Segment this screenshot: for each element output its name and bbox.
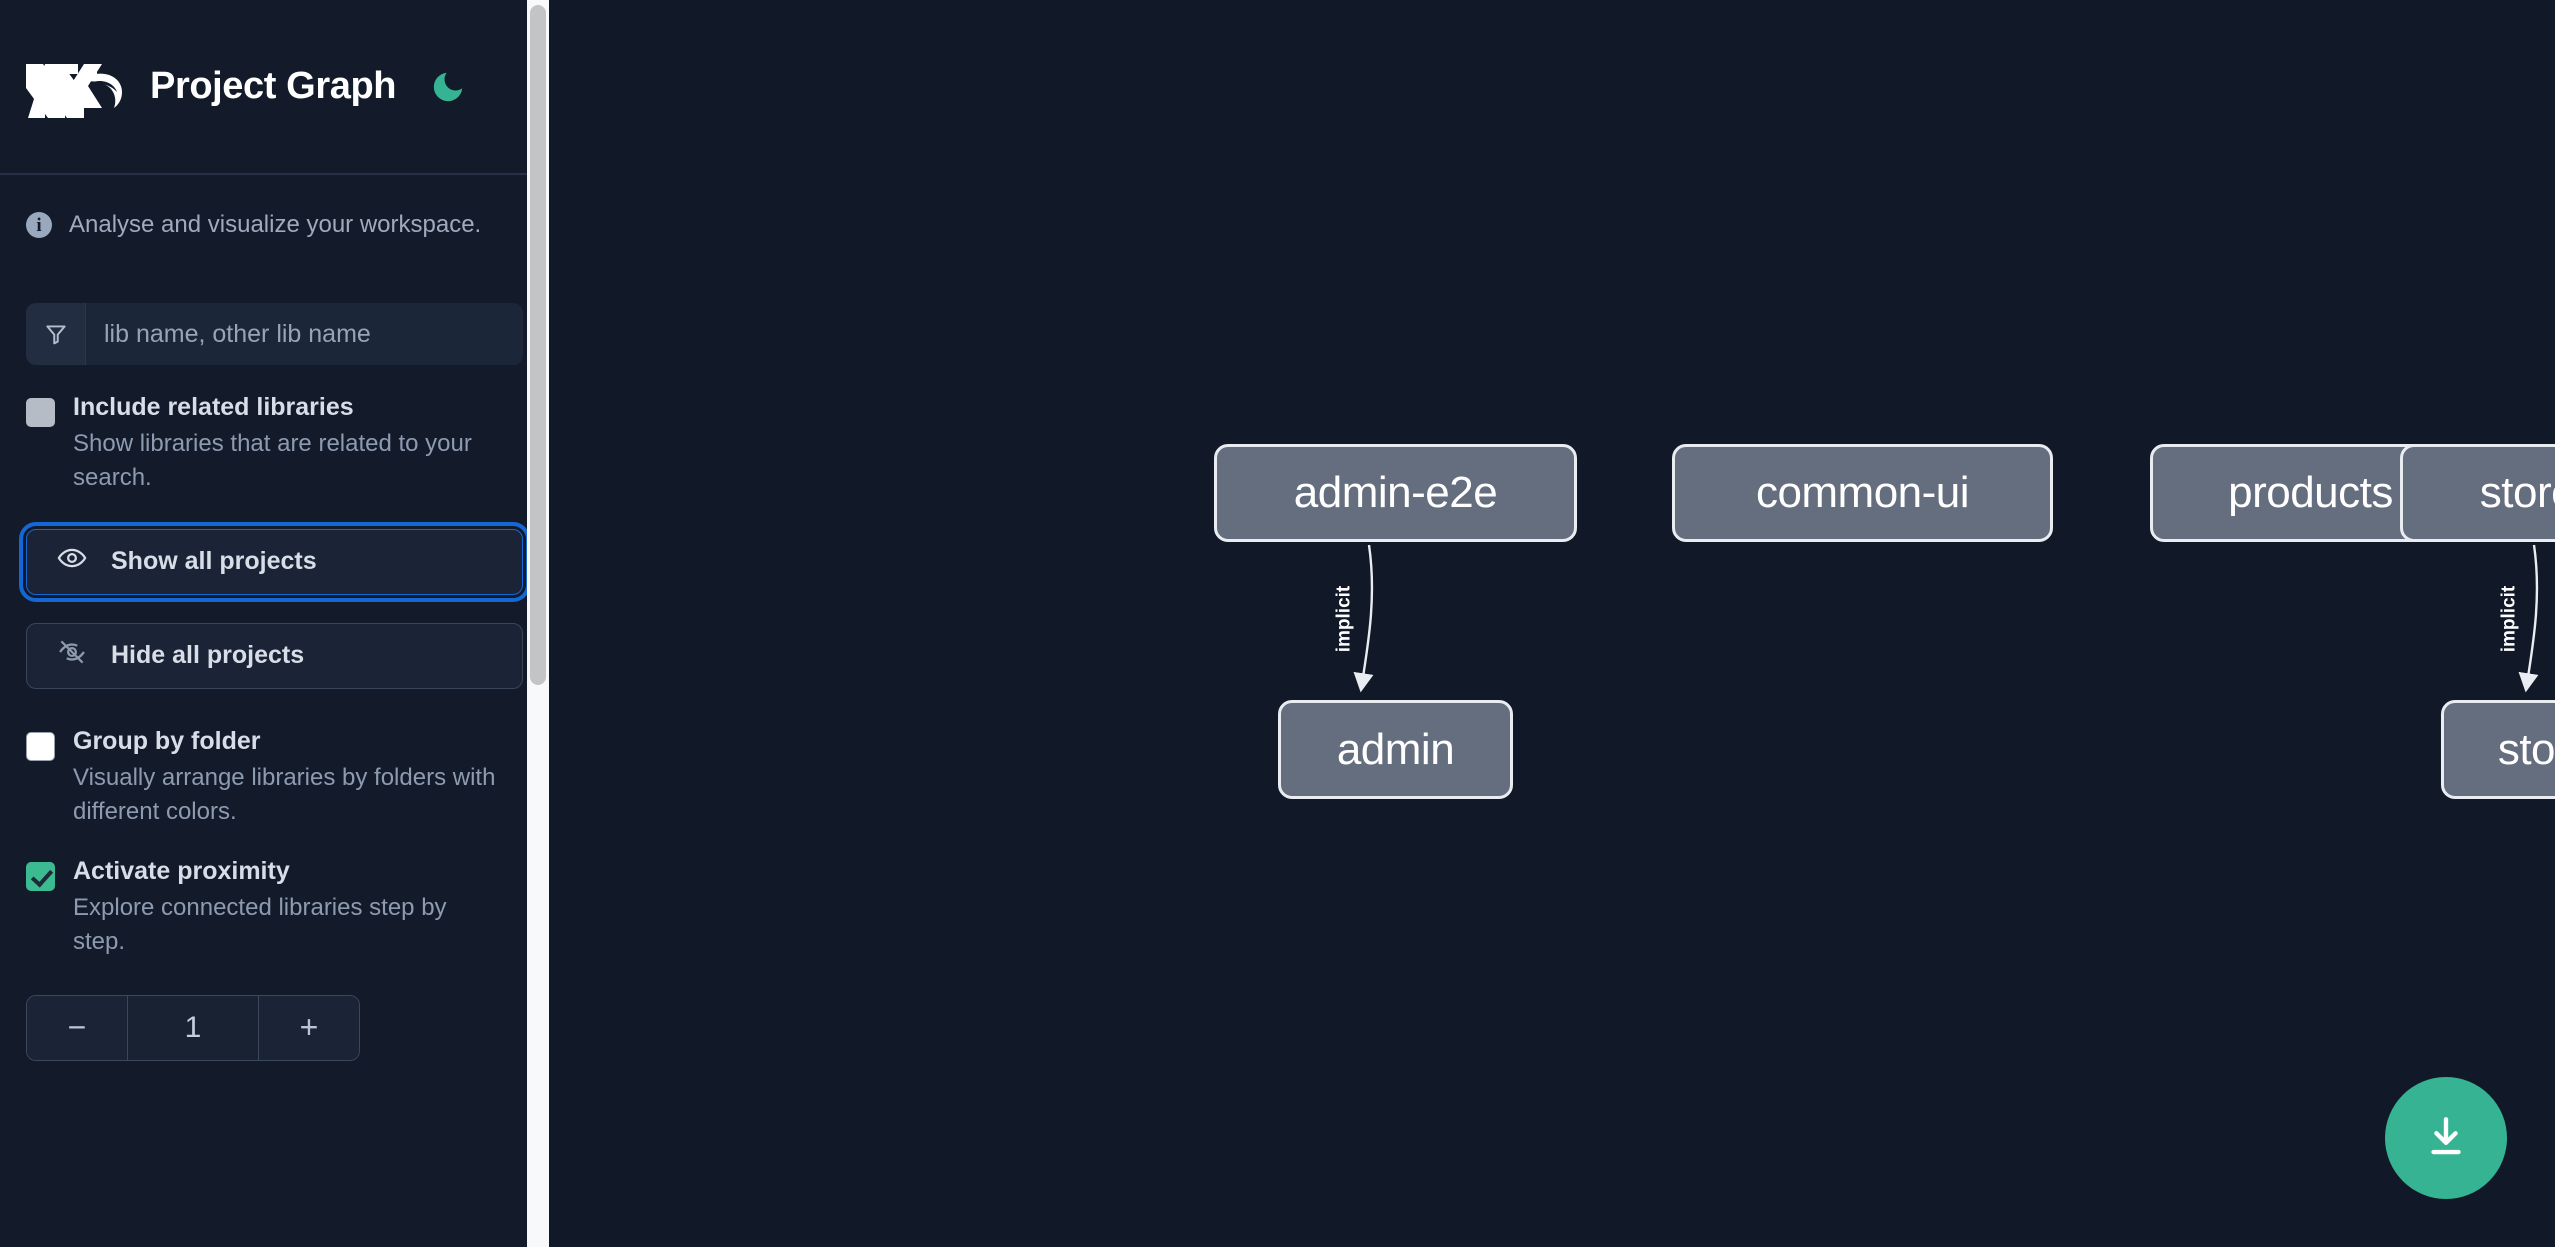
edge-label-admin-implicit: implicit (1333, 585, 1355, 653)
show-all-projects-button[interactable]: Show all projects (19, 521, 530, 602)
nx-logo-icon (9, 56, 124, 118)
option-activate-proximity[interactable]: Activate proximity Explore connected lib… (0, 855, 549, 959)
moon-icon[interactable] (426, 65, 470, 109)
project-visibility-buttons: Show all projects Hide all projects (0, 521, 549, 689)
node-label: products (2228, 468, 2393, 517)
node-label: store-e2e (2479, 468, 2555, 517)
option-group-by-folder[interactable]: Group by folder Visually arrange librari… (0, 725, 549, 829)
graph-node-admin-e2e[interactable]: admin-e2e (1214, 444, 1577, 542)
quantity-stepper: − 1 + (26, 994, 360, 1061)
download-icon (2421, 1112, 2471, 1165)
graph-canvas[interactable]: admin-e2e common-ui products store-e2e a… (549, 0, 2555, 1247)
proximity-stepper-wrap: − 1 + (0, 994, 549, 1061)
option-description: Explore connected libraries step by step… (73, 893, 447, 955)
sidebar-scrollbar-thumb[interactable] (530, 5, 546, 685)
funnel-icon (26, 303, 86, 365)
node-label: admin (1336, 724, 1455, 774)
option-description: Show libraries that are related to your … (73, 429, 472, 491)
sidebar: Project Graph i Analyse and visualize yo… (0, 0, 549, 1247)
stepper-value: 1 (127, 995, 259, 1060)
edge-admin-e2e-admin (1353, 544, 1374, 693)
graph-node-store-e2e[interactable]: store-e2e (2400, 444, 2555, 542)
sidebar-scrollbar-track[interactable] (527, 0, 549, 1247)
group-by-folder-checkbox[interactable] (26, 731, 55, 761)
workspace-subtitle: Analyse and visualize your workspace. (69, 211, 482, 238)
option-title: Group by folder (73, 726, 261, 755)
node-label: admin-e2e (1293, 468, 1498, 517)
download-graph-button[interactable] (2385, 1077, 2507, 1199)
stepper-increment-button[interactable]: + (259, 995, 359, 1060)
option-title: Include related libraries (73, 393, 354, 421)
hide-all-projects-label: Hide all projects (111, 641, 305, 670)
graph-node-store[interactable]: store (2441, 700, 2555, 799)
graph-edges (1353, 544, 2539, 693)
hide-all-projects-button[interactable]: Hide all projects (26, 622, 523, 689)
sidebar-header: Project Graph (0, 0, 549, 175)
graph-node-admin[interactable]: admin (1278, 700, 1513, 799)
option-title: Activate proximity (73, 856, 290, 885)
page-title: Project Graph (150, 65, 397, 107)
show-all-projects-label: Show all projects (111, 547, 317, 576)
stepper-decrement-button[interactable]: − (27, 995, 127, 1060)
activate-proximity-checkbox[interactable] (26, 861, 55, 891)
node-label: store (2497, 724, 2555, 774)
eye-icon (57, 543, 87, 580)
edge-label-store-implicit: implicit (2498, 585, 2520, 653)
option-description: Visually arrange libraries by folders wi… (73, 763, 496, 825)
info-icon: i (26, 212, 52, 238)
include-related-libraries-checkbox[interactable] (26, 398, 55, 427)
edge-store-e2e-store (2518, 544, 2539, 693)
eye-off-icon (57, 637, 87, 674)
search-input[interactable] (86, 303, 523, 365)
filter-bar (26, 303, 523, 365)
workspace-subtitle-row: i Analyse and visualize your workspace. (0, 175, 549, 275)
node-label: common-ui (1755, 468, 1970, 517)
graph-node-common-ui[interactable]: common-ui (1672, 444, 2053, 542)
option-include-related-libraries[interactable]: Include related libraries Show libraries… (0, 391, 549, 495)
